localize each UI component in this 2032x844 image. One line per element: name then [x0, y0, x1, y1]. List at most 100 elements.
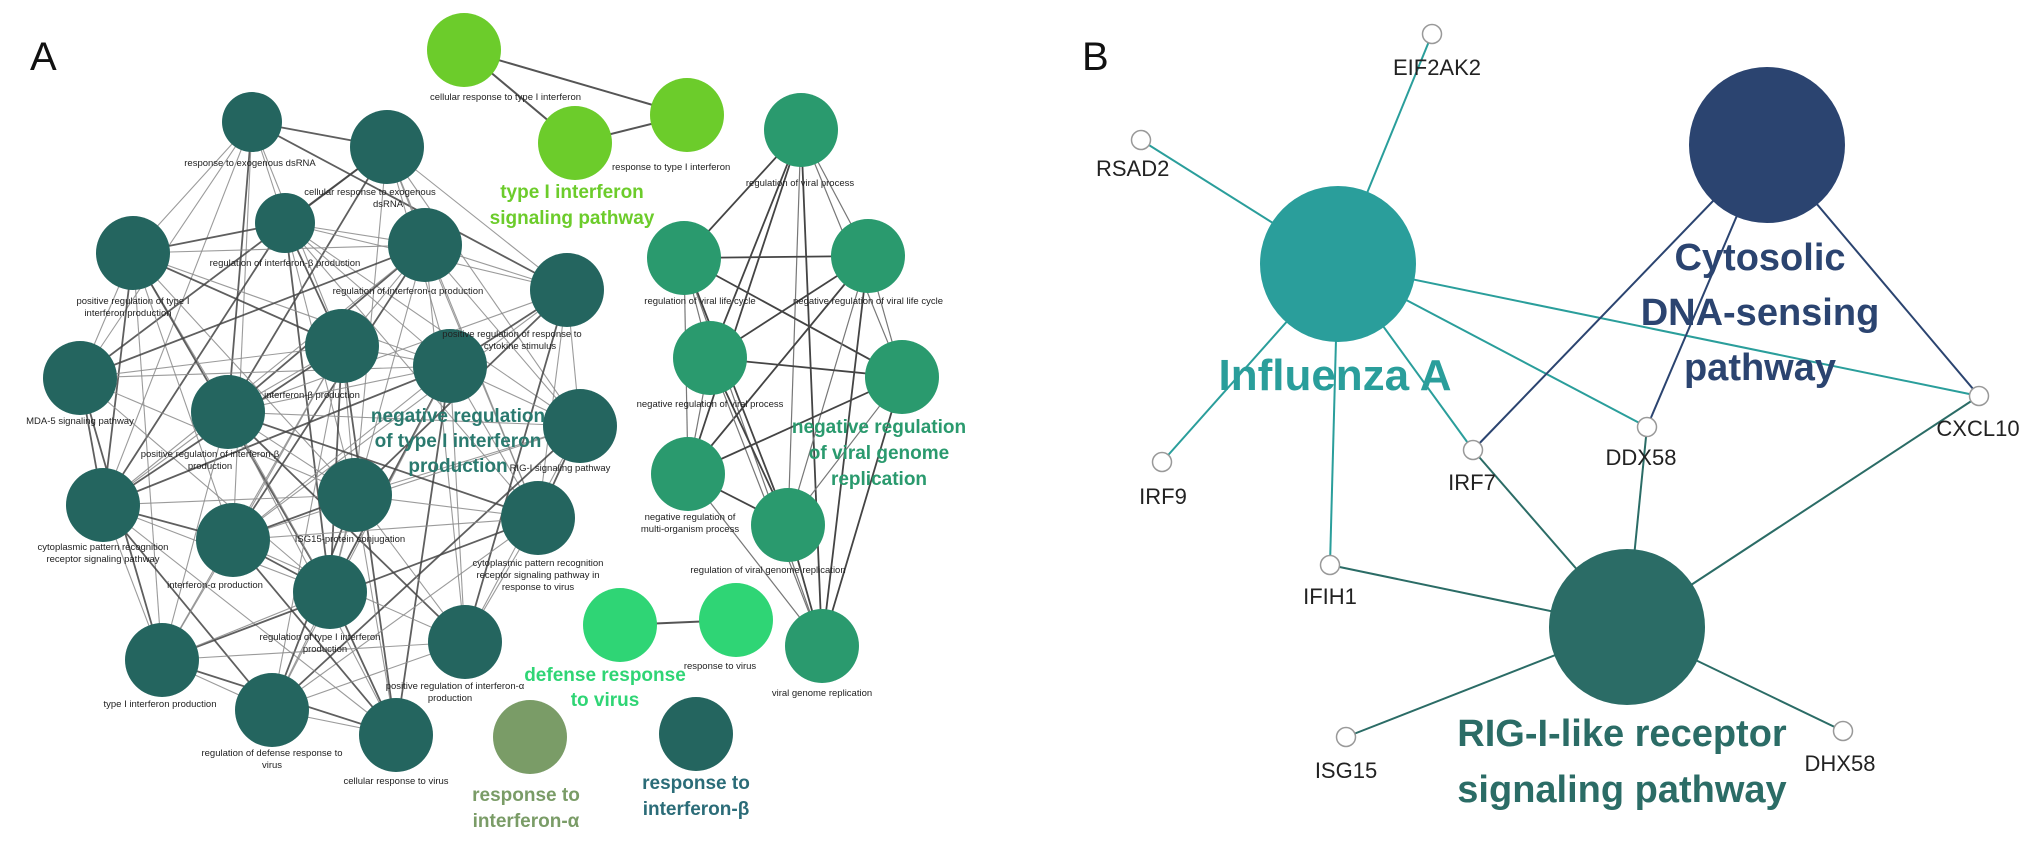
gene-node-dhx58[interactable]: [1832, 720, 1854, 742]
node-isg15-protein-conjugation[interactable]: [318, 458, 392, 532]
hub-cytosolic-dna-sensing[interactable]: [1689, 67, 1845, 223]
node-response-to-type-i-interferon[interactable]: [650, 78, 724, 152]
node-cellular-response-to-virus[interactable]: [359, 698, 433, 772]
edge-a-teal: [386, 146, 581, 427]
edge-a-teal: [102, 504, 397, 736]
node-response-to-interferon-alpha[interactable]: [493, 700, 567, 774]
cluster-defense-2: to virus: [571, 690, 640, 711]
node-regulation-of-interferon-alpha-production[interactable]: [388, 208, 462, 282]
edge-a-teal: [341, 345, 397, 736]
node-negative-regulation-of-viral-genome-replication[interactable]: [865, 340, 939, 414]
edge-a-teal: [227, 121, 253, 413]
node-negative-regulation-of-type-i-interferon-production[interactable]: [305, 309, 379, 383]
edge-a-teal: [79, 377, 331, 593]
label-isg15: ISG15-protein conjugation: [295, 534, 405, 545]
cluster-defense-1: defense response: [524, 665, 686, 686]
label-type1-prod: type I interferon production: [103, 699, 216, 710]
edge-a-teal: [284, 222, 539, 519]
gene-node-ifih1[interactable]: [1319, 554, 1341, 576]
node-type-i-interferon-production[interactable]: [125, 623, 199, 697]
gene-label-eif2ak2: EIF2AK2: [1393, 55, 1481, 80]
node-defense-response-to-virus[interactable]: [583, 588, 657, 662]
label-cyto-prr-2: receptor signaling pathway: [46, 554, 159, 565]
hub-label-rig-2: signaling pathway: [1457, 769, 1786, 811]
gene-label-irf7: IRF7: [1448, 470, 1496, 495]
cluster-viral-3: replication: [831, 469, 927, 490]
label-cell-resp-virus: cellular response to virus: [343, 776, 448, 787]
gene-node-eif2ak2[interactable]: [1421, 23, 1443, 45]
label-mda5: MDA-5 signaling pathway: [26, 416, 134, 427]
edge-a-teal: [102, 244, 426, 506]
hub-label-influenza: Influenza A: [1218, 351, 1451, 400]
hub-label-rig-1: RIG-I-like receptor: [1457, 713, 1787, 755]
hub-influenza-a[interactable]: [1260, 186, 1416, 342]
edge-a-teal: [102, 504, 273, 711]
panel-b-genes: [1130, 23, 1990, 748]
edge-a-viral: [709, 129, 802, 359]
node-negative-regulation-of-viral-process[interactable]: [673, 321, 747, 395]
node-positive-regulation-of-response-to-cytokine-stimulus[interactable]: [530, 253, 604, 327]
label-response-type1: response to type I interferon: [612, 162, 730, 173]
node-regulation-of-type-i-interferon-production[interactable]: [293, 555, 367, 629]
edge-a-viral: [800, 129, 823, 647]
node-cellular-response-to-exogenous-dsrna[interactable]: [350, 110, 424, 184]
edge-a-teal: [449, 365, 466, 643]
node-cellular-response-to-type-i-interferon[interactable]: [427, 13, 501, 87]
label-viral-genome: viral genome replication: [772, 688, 872, 699]
edge-a-teal: [354, 146, 388, 496]
label-response-exo-dsrna: response to exogenous dsRNA: [184, 158, 316, 169]
node-response-to-virus[interactable]: [699, 583, 773, 657]
node-cytoplasmic-prr-signaling-pathway[interactable]: [66, 468, 140, 542]
gene-label-cxcl10: CXCL10: [1936, 416, 2019, 441]
node-response-to-interferon-beta[interactable]: [659, 697, 733, 771]
cluster-negreg-3: production: [408, 456, 507, 477]
edge-a-teal: [232, 425, 581, 541]
edge-a-teal: [329, 244, 426, 593]
hub-rig-i-like-receptor[interactable]: [1549, 549, 1705, 705]
node-negative-regulation-of-viral-life-cycle[interactable]: [831, 219, 905, 293]
panel-a-label: A: [30, 35, 57, 79]
edge-a-teal: [227, 411, 581, 427]
gene-node-ddx58[interactable]: [1636, 416, 1658, 438]
gene-node-irf9[interactable]: [1151, 451, 1173, 473]
node-type-i-interferon-signaling-pathway[interactable]: [538, 106, 612, 180]
edge-influenza-cxcl10: [1337, 263, 1980, 397]
node-cytoplasmic-prr-signaling-pathway-in-response-to-virus[interactable]: [501, 481, 575, 555]
gene-node-isg15[interactable]: [1335, 726, 1357, 748]
node-positive-regulation-of-interferon-beta-production[interactable]: [191, 375, 265, 449]
edge-a-teal: [386, 146, 568, 291]
node-rig-i-signaling-pathway[interactable]: [543, 389, 617, 463]
label-cyto-prr-1: cytoplasmic pattern recognition: [38, 542, 169, 553]
node-regulation-of-interferon-beta-production[interactable]: [255, 193, 315, 253]
label-rig1: RIG-I signaling pathway: [510, 463, 611, 474]
node-regulation-of-defense-response-to-virus[interactable]: [235, 673, 309, 747]
node-regulation-of-viral-life-cycle[interactable]: [647, 221, 721, 295]
node-regulation-of-viral-genome-replication[interactable]: [751, 488, 825, 562]
panel-b-hubs: [1260, 67, 1845, 705]
panel-b-gene-labels: EIF2AK2 RSAD2 IRF9 IRF7 DDX58 CXCL10 IFI…: [1096, 55, 2020, 783]
label-reg-viral-process: regulation of viral process: [746, 178, 854, 189]
node-interferon-alpha-production[interactable]: [196, 503, 270, 577]
node-response-to-exogenous-dsrna[interactable]: [222, 92, 282, 152]
label-pos-reg-cytokine-1: positive regulation of response to: [442, 329, 581, 340]
node-positive-regulation-of-interferon-alpha-production[interactable]: [428, 605, 502, 679]
node-viral-genome-replication[interactable]: [785, 609, 859, 683]
edge-a-viral: [687, 376, 903, 475]
edge-a-teal: [79, 345, 343, 379]
label-reg-defense-1: regulation of defense response to: [201, 748, 342, 759]
node-regulation-of-viral-process[interactable]: [764, 93, 838, 167]
gene-node-rsad2[interactable]: [1130, 129, 1152, 151]
gene-node-cxcl10[interactable]: [1968, 385, 1990, 407]
edge-a-teal: [79, 244, 426, 379]
label-ifna-prod: interferon-α production: [167, 580, 263, 591]
node-positive-regulation-of-type-i-interferon-production[interactable]: [96, 216, 170, 290]
edge-a-teal: [232, 539, 397, 736]
node-mda5-signaling-pathway[interactable]: [43, 341, 117, 415]
node-interferon-beta-production[interactable]: [413, 329, 487, 403]
label-pos-reg-ifna-2: production: [428, 693, 472, 704]
gene-label-rsad2: RSAD2: [1096, 156, 1169, 181]
cluster-ifna-2: interferon-α: [473, 811, 580, 832]
node-negative-regulation-of-multi-organism-process[interactable]: [651, 437, 725, 511]
gene-node-irf7[interactable]: [1462, 439, 1484, 461]
edge-a-teal: [232, 289, 568, 541]
